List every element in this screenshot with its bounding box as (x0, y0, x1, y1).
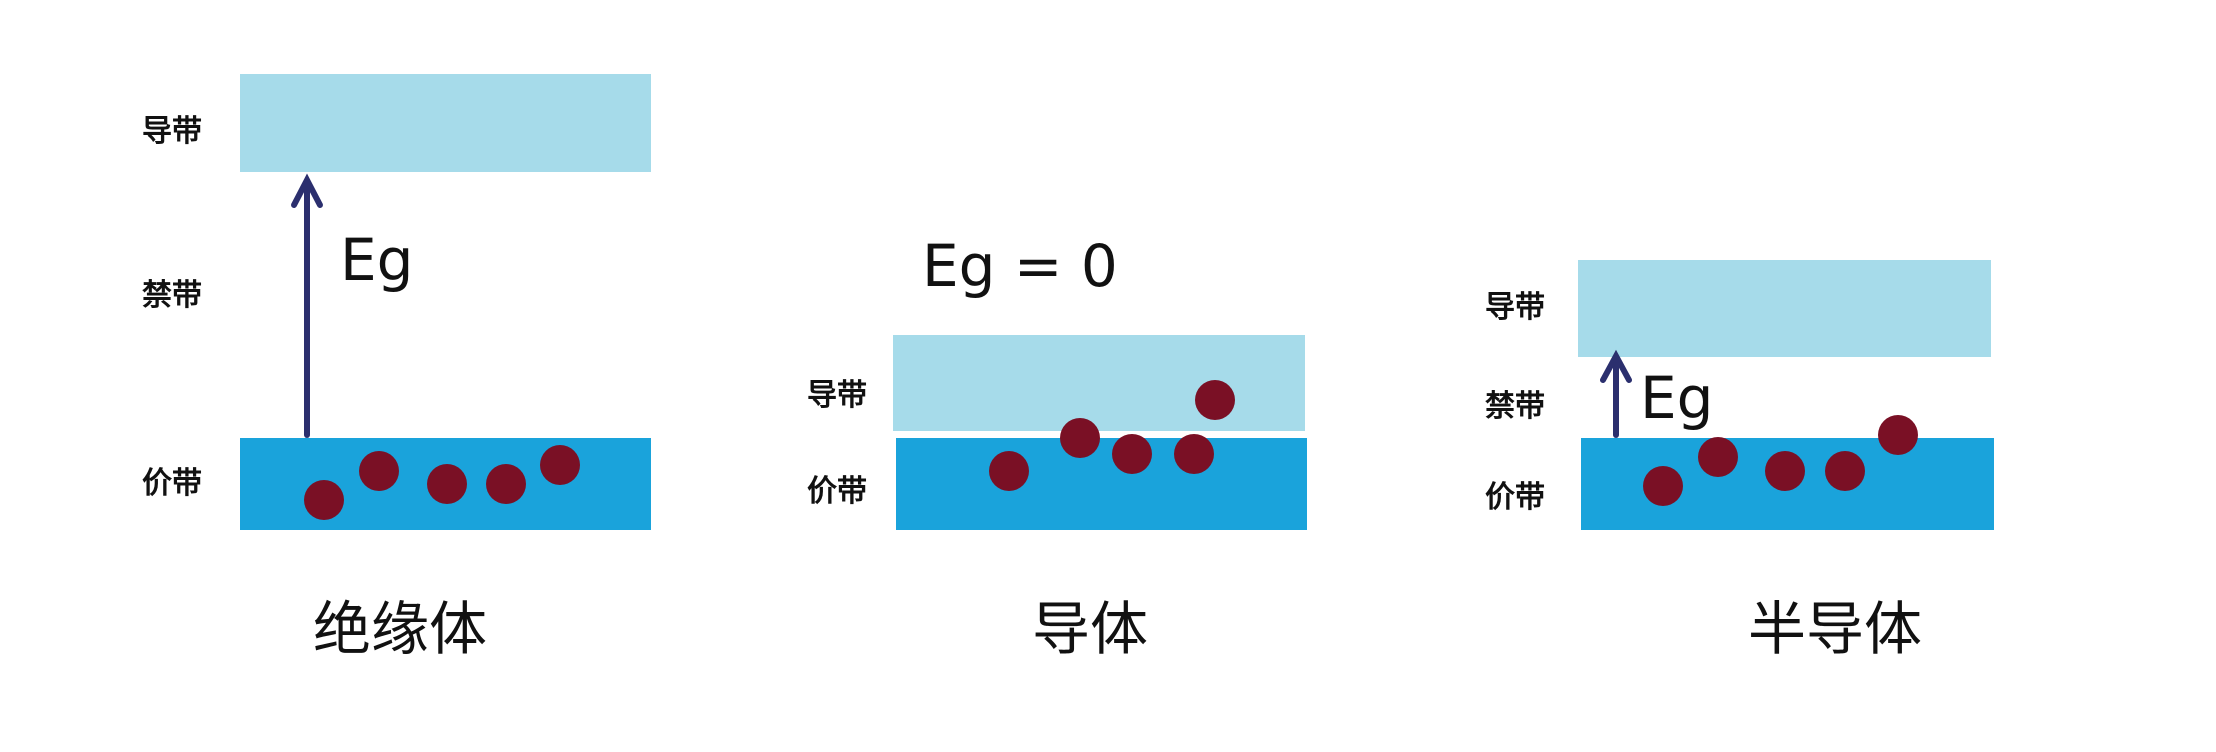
electron (359, 451, 399, 491)
electron (486, 464, 526, 504)
electron (989, 451, 1029, 491)
electron (1060, 418, 1100, 458)
semiconductor-title: 半导体 (1747, 595, 1923, 663)
conductor-title: 导体 (1031, 595, 1149, 663)
electron (1174, 434, 1214, 474)
semiconductor-conduction-band (1578, 260, 1991, 357)
electron (1825, 451, 1865, 491)
insulator-valence-label: 价带 (142, 466, 202, 501)
insulator-title: 绝缘体 (312, 595, 488, 663)
electron (1112, 434, 1152, 474)
conductor-conduction-band (893, 335, 1305, 431)
insulator-conduction-label: 导带 (142, 114, 202, 149)
insulator-gap-label: 禁带 (142, 278, 202, 313)
insulator-conduction-band (240, 74, 651, 172)
conductor-valence-band (896, 438, 1307, 530)
semiconductor-gap-label: 禁带 (1485, 389, 1545, 424)
semiconductor-valence-label: 价带 (1485, 480, 1545, 515)
insulator-eg-label: Eg (340, 226, 414, 294)
electron (304, 480, 344, 520)
electron (540, 445, 580, 485)
conduction-electron (1195, 380, 1235, 420)
semiconductor-conduction-label: 导带 (1485, 290, 1545, 325)
conductor-conduction-label: 导带 (807, 378, 867, 413)
conductor-eg-label: Eg = 0 (922, 232, 1118, 300)
semiconductor-eg-label: Eg (1640, 364, 1714, 432)
electron (1643, 466, 1683, 506)
insulator-eg-arrow (291, 173, 323, 438)
conductor-valence-label: 价带 (807, 474, 867, 509)
electron (1698, 437, 1738, 477)
semiconductor-eg-arrow (1600, 349, 1632, 438)
electron (1765, 451, 1805, 491)
electron (1878, 415, 1918, 455)
electron (427, 464, 467, 504)
